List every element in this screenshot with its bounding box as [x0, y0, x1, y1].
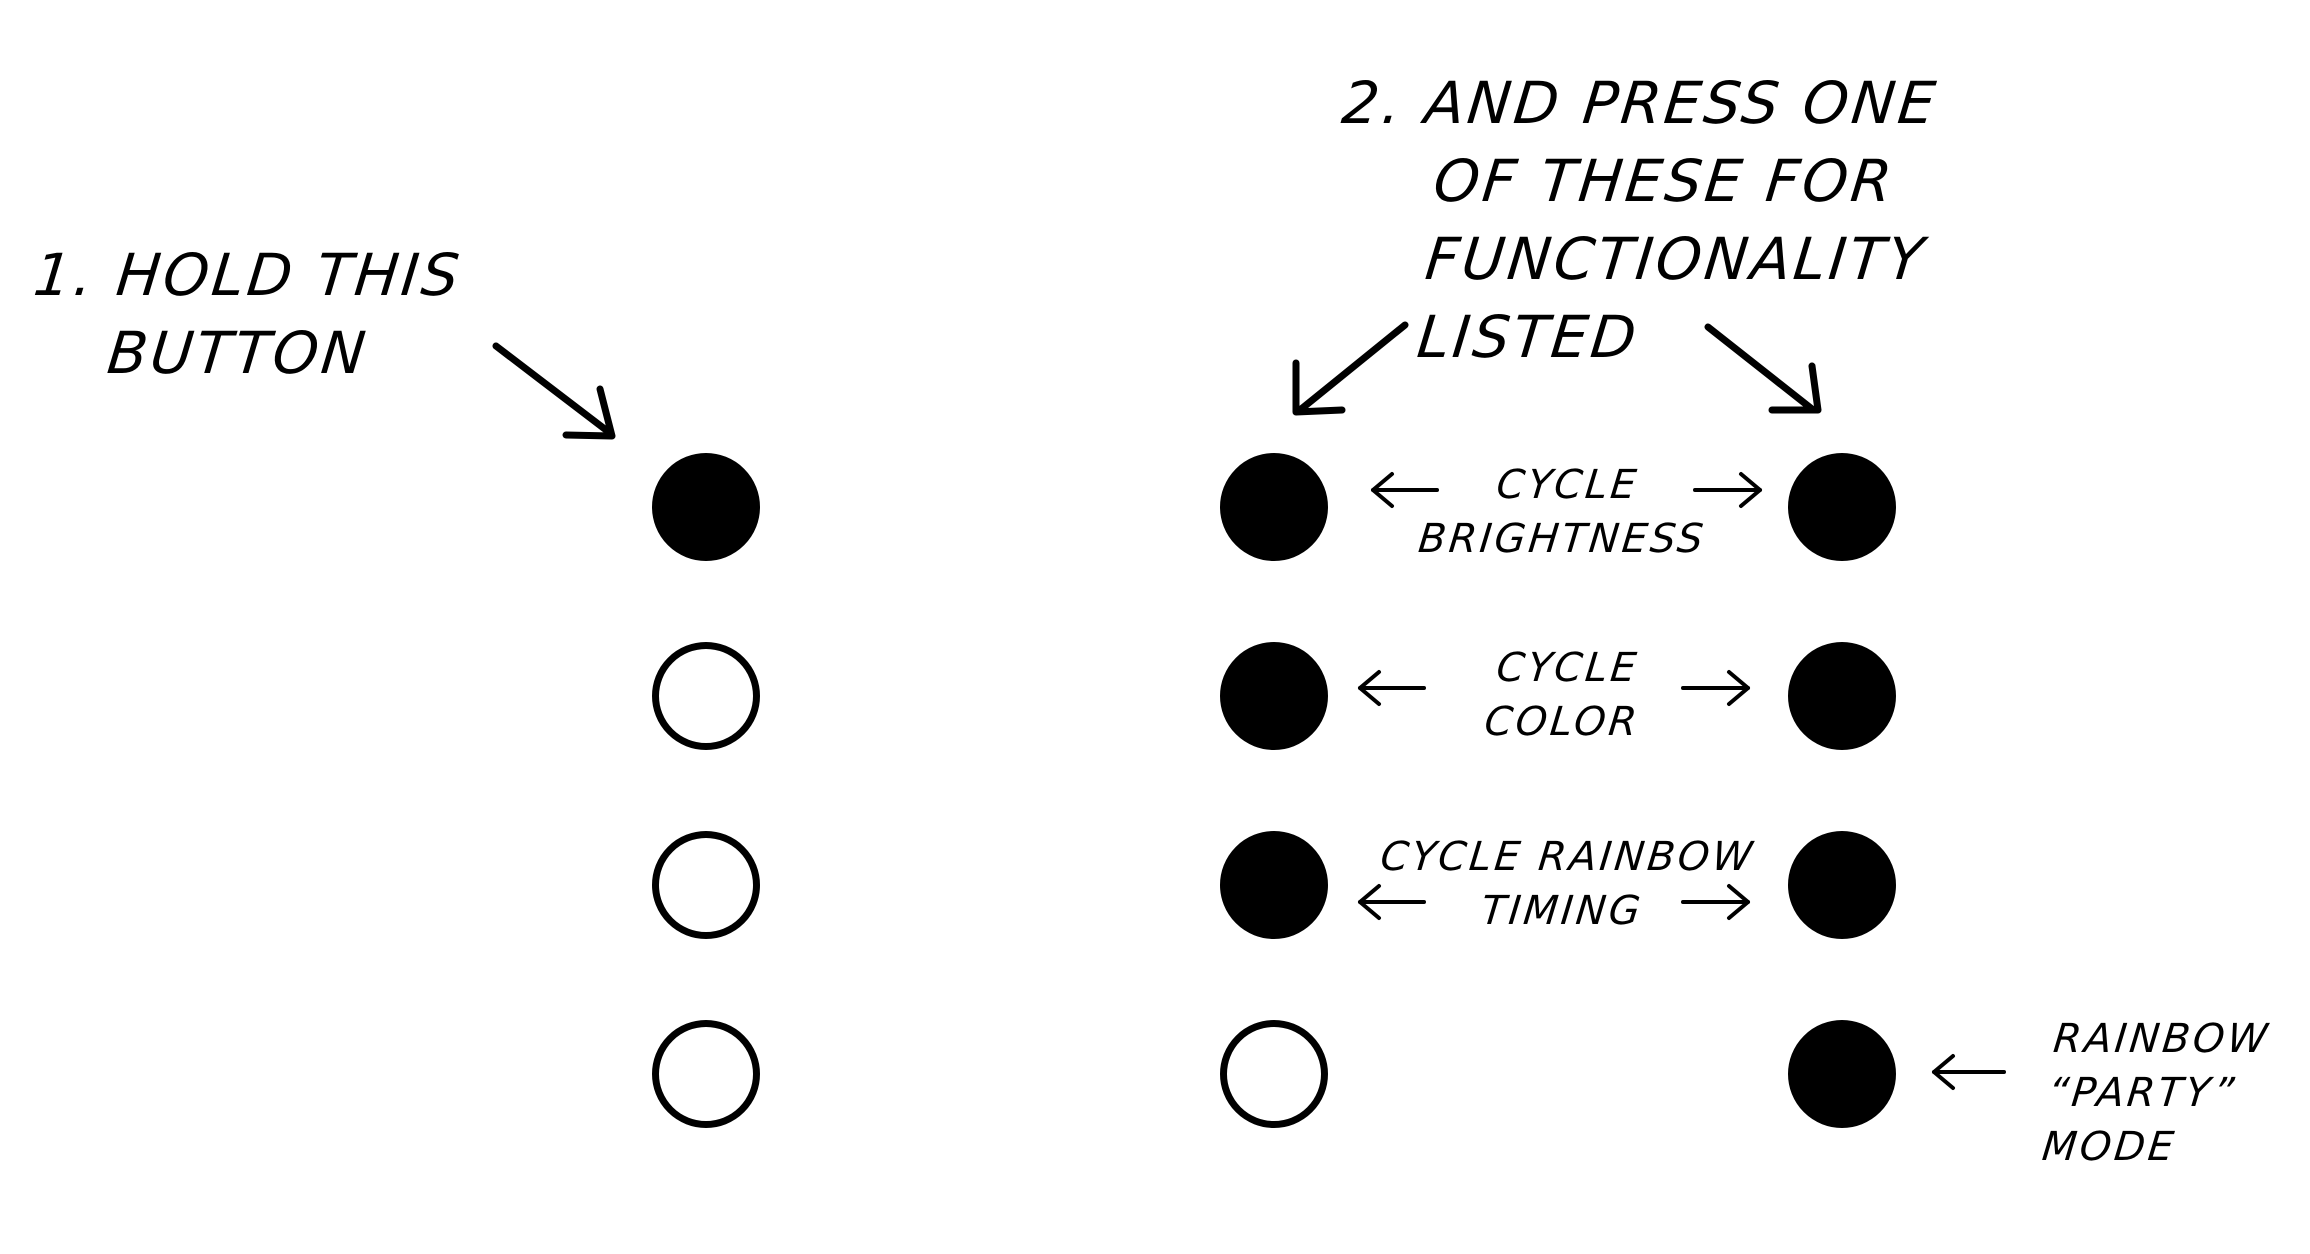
arrow-timing-right — [1681, 884, 1750, 920]
arrow-party-mode — [1932, 1054, 2006, 1090]
right-button-1 — [1788, 453, 1896, 561]
arrow-color-right — [1681, 670, 1750, 706]
arrow-step2-left — [1292, 321, 1409, 416]
middle-button-1 — [1220, 453, 1328, 561]
arrow-step2-right — [1704, 323, 1822, 414]
left-button-3 — [652, 831, 760, 939]
arrow-brightness-right — [1693, 472, 1762, 508]
left-button-1 — [652, 453, 760, 561]
left-button-2 — [652, 642, 760, 750]
arrow-color-left — [1358, 670, 1426, 706]
right-button-2 — [1788, 642, 1896, 750]
middle-button-4 — [1220, 1020, 1328, 1128]
arrow-step1 — [492, 342, 616, 440]
right-button-3 — [1788, 831, 1896, 939]
right-button-4 — [1788, 1020, 1896, 1128]
left-button-4 — [652, 1020, 760, 1128]
middle-button-2 — [1220, 642, 1328, 750]
middle-button-3 — [1220, 831, 1328, 939]
arrow-brightness-left — [1371, 472, 1439, 508]
arrow-timing-left — [1358, 884, 1426, 920]
